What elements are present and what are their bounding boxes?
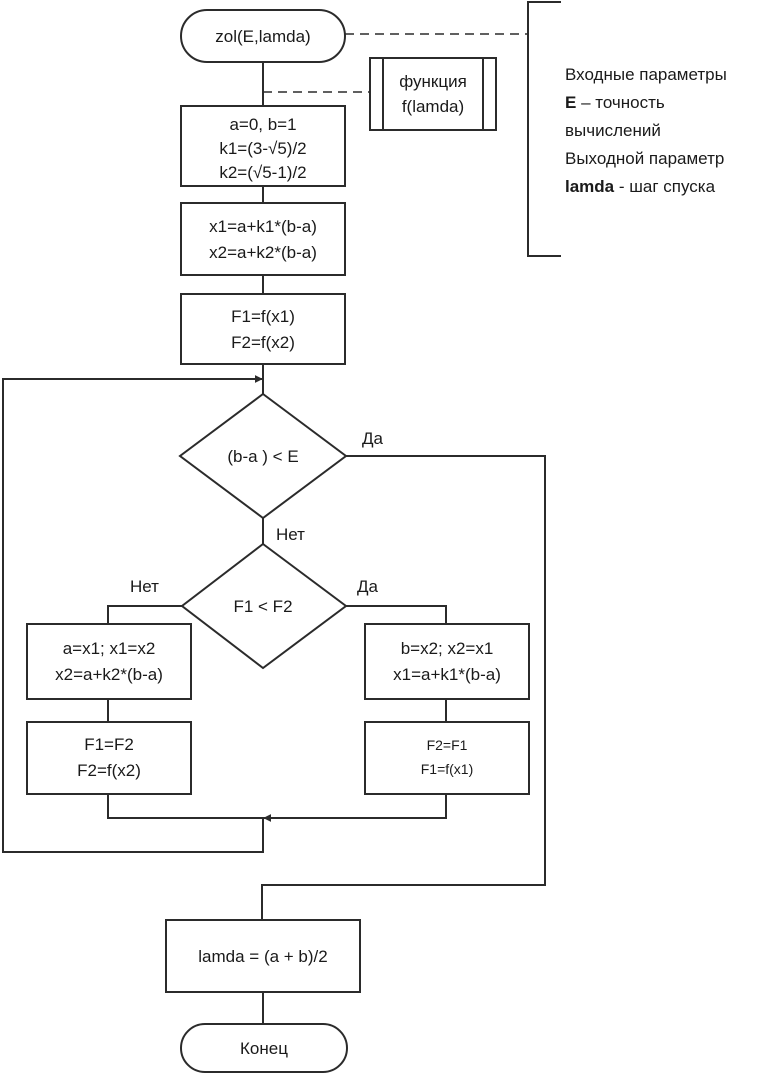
function-subprocess: функция f(lamda) (369, 57, 497, 131)
right-branch-update-x: b=x2; x2=x1 x1=a+k1*(b-a) (364, 623, 530, 700)
right-update-f-line2: F1=f(x1) (421, 761, 474, 777)
decision-compare-no-label: Нет (130, 577, 159, 596)
function-label-line2: f(lamda) (402, 97, 464, 116)
right-update-x-line2: x1=a+k1*(b-a) (393, 665, 501, 684)
decision-precision-no-label: Нет (276, 525, 305, 544)
left-update-f-line2: F2=f(x2) (77, 761, 141, 780)
loop-back-arrow (2, 375, 264, 853)
annotation-bracket (527, 1, 561, 257)
start-shape (180, 9, 346, 63)
left-update-f-line1: F1=F2 (84, 735, 134, 754)
init-line1: a=0, b=1 (229, 115, 296, 134)
function-shape (369, 57, 497, 131)
init-process: a=0, b=1 k1=(3-√5)/2 k2=(√5-1)/2 (180, 105, 346, 187)
annotation-line2: E – точность (565, 93, 665, 112)
connector-lines (2, 1, 561, 1024)
decision-compare-shape (180, 542, 348, 670)
result-process: lamda = (a + b)/2 (165, 919, 361, 993)
left-update-x-shape (26, 623, 192, 700)
left-branch-update-f: F1=F2 F2=f(x2) (26, 721, 192, 795)
connector-compare-left (107, 605, 182, 624)
connector-exit-yes (261, 455, 546, 920)
compute-f-process: F1=f(x1) F2=f(x2) (180, 293, 346, 365)
right-update-f-line1: F2=F1 (427, 737, 468, 753)
annotation-line1: Входные параметры (565, 65, 727, 84)
compute-f-line2: F2=f(x2) (231, 333, 295, 352)
left-branch-update-x: a=x1; x1=x2 x2=a+k2*(b-a) (26, 623, 192, 700)
decision-precision-shape (178, 392, 348, 520)
decision-compare-label: F1 < F2 (233, 597, 292, 616)
right-update-x-line1: b=x2; x2=x1 (401, 639, 494, 658)
compute-x-process: x1=a+k1*(b-a) x2=a+k2*(b-a) (180, 202, 346, 276)
decision-precision: (b-a ) < E Да Нет (178, 392, 384, 544)
result-label: lamda = (a + b)/2 (198, 947, 327, 966)
annotation-line5: lamda - шаг спуска (565, 177, 716, 196)
connector-left-merge (107, 794, 275, 819)
left-update-f-shape (26, 721, 192, 795)
right-update-f-shape (364, 721, 530, 795)
end-shape (180, 1023, 348, 1073)
init-shape (180, 105, 346, 187)
start-label: zol(E,lamda) (215, 27, 310, 46)
result-shape (165, 919, 361, 993)
decision-precision-label: (b-a ) < E (227, 447, 298, 466)
compute-x-line2: x2=a+k2*(b-a) (209, 243, 317, 262)
right-branch-update-f: F2=F1 F1=f(x1) (364, 721, 530, 795)
annotation-lamda-bold: lamda (565, 177, 615, 196)
left-update-x-line2: x2=a+k2*(b-a) (55, 665, 163, 684)
end-terminator: Конец (180, 1023, 348, 1073)
end-label: Конец (240, 1039, 288, 1058)
decision-compare: F1 < F2 Нет Да (130, 542, 379, 670)
function-label-line1: функция (399, 72, 467, 91)
annotation-e-bold: E (565, 93, 576, 112)
compute-f-shape (180, 293, 346, 365)
init-line2: k1=(3-√5)/2 (219, 139, 306, 158)
connector-right-merge (263, 794, 447, 822)
annotation-lamda-rest: - шаг спуска (614, 177, 715, 196)
compute-f-line1: F1=f(x1) (231, 307, 295, 326)
right-update-x-shape (364, 623, 530, 700)
annotation-line3: вычислений (565, 121, 661, 140)
left-update-x-line1: a=x1; x1=x2 (63, 639, 156, 658)
decision-precision-yes-label: Да (362, 429, 384, 448)
start-terminator: zol(E,lamda) (180, 9, 346, 63)
connector-compare-right (346, 605, 447, 624)
init-line3: k2=(√5-1)/2 (219, 163, 306, 182)
annotation-e-rest: – точность (576, 93, 665, 112)
annotation-line4: Выходной параметр (565, 149, 724, 168)
compute-x-line1: x1=a+k1*(b-a) (209, 217, 317, 236)
compute-x-shape (180, 202, 346, 276)
annotation: Входные параметры E – точность вычислени… (565, 65, 727, 196)
decision-compare-yes-label: Да (357, 577, 379, 596)
